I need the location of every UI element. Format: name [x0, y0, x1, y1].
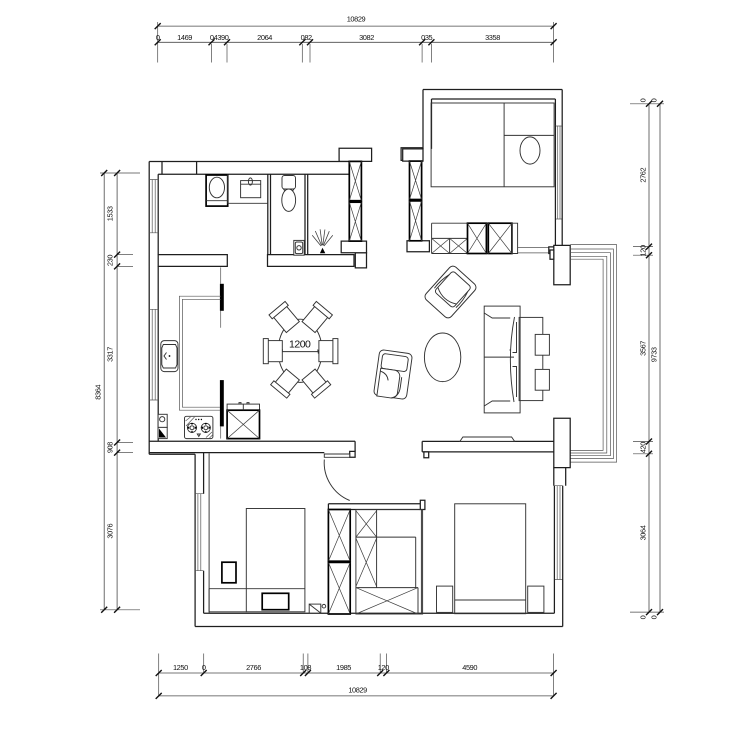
svg-text:1250: 1250: [173, 663, 188, 672]
svg-text:1985: 1985: [336, 663, 351, 672]
svg-text:0: 0: [156, 33, 160, 42]
svg-text:0: 0: [202, 663, 206, 672]
svg-text:10829: 10829: [348, 685, 367, 694]
svg-text:10829: 10829: [347, 15, 366, 24]
svg-text:0: 0: [650, 98, 659, 102]
svg-text:082: 082: [301, 33, 312, 42]
svg-text:230: 230: [106, 255, 115, 266]
svg-text:2766: 2766: [246, 663, 261, 672]
svg-text:1200: 1200: [289, 338, 311, 350]
svg-text:9733: 9733: [650, 347, 659, 362]
svg-text:1533: 1533: [106, 206, 115, 221]
svg-text:3567: 3567: [639, 341, 648, 356]
svg-text:0: 0: [650, 615, 659, 619]
svg-text:3076: 3076: [106, 523, 115, 538]
svg-text:908: 908: [106, 442, 115, 453]
svg-text:120: 120: [378, 663, 389, 672]
svg-text:1469: 1469: [177, 33, 192, 42]
svg-text:120: 120: [639, 245, 648, 256]
svg-text:04390: 04390: [210, 33, 229, 42]
svg-text:0: 0: [639, 98, 648, 102]
svg-text:2064: 2064: [257, 33, 272, 42]
svg-text:108: 108: [300, 663, 311, 672]
svg-text:8364: 8364: [94, 385, 103, 400]
svg-text:4590: 4590: [462, 663, 477, 672]
svg-text:3358: 3358: [485, 33, 500, 42]
svg-text:0: 0: [639, 615, 648, 619]
svg-text:420: 420: [639, 442, 648, 453]
svg-text:035: 035: [421, 33, 432, 42]
svg-text:2762: 2762: [639, 167, 648, 182]
svg-text:3064: 3064: [639, 525, 648, 540]
svg-text:3317: 3317: [106, 347, 115, 362]
svg-text:3082: 3082: [359, 33, 374, 42]
